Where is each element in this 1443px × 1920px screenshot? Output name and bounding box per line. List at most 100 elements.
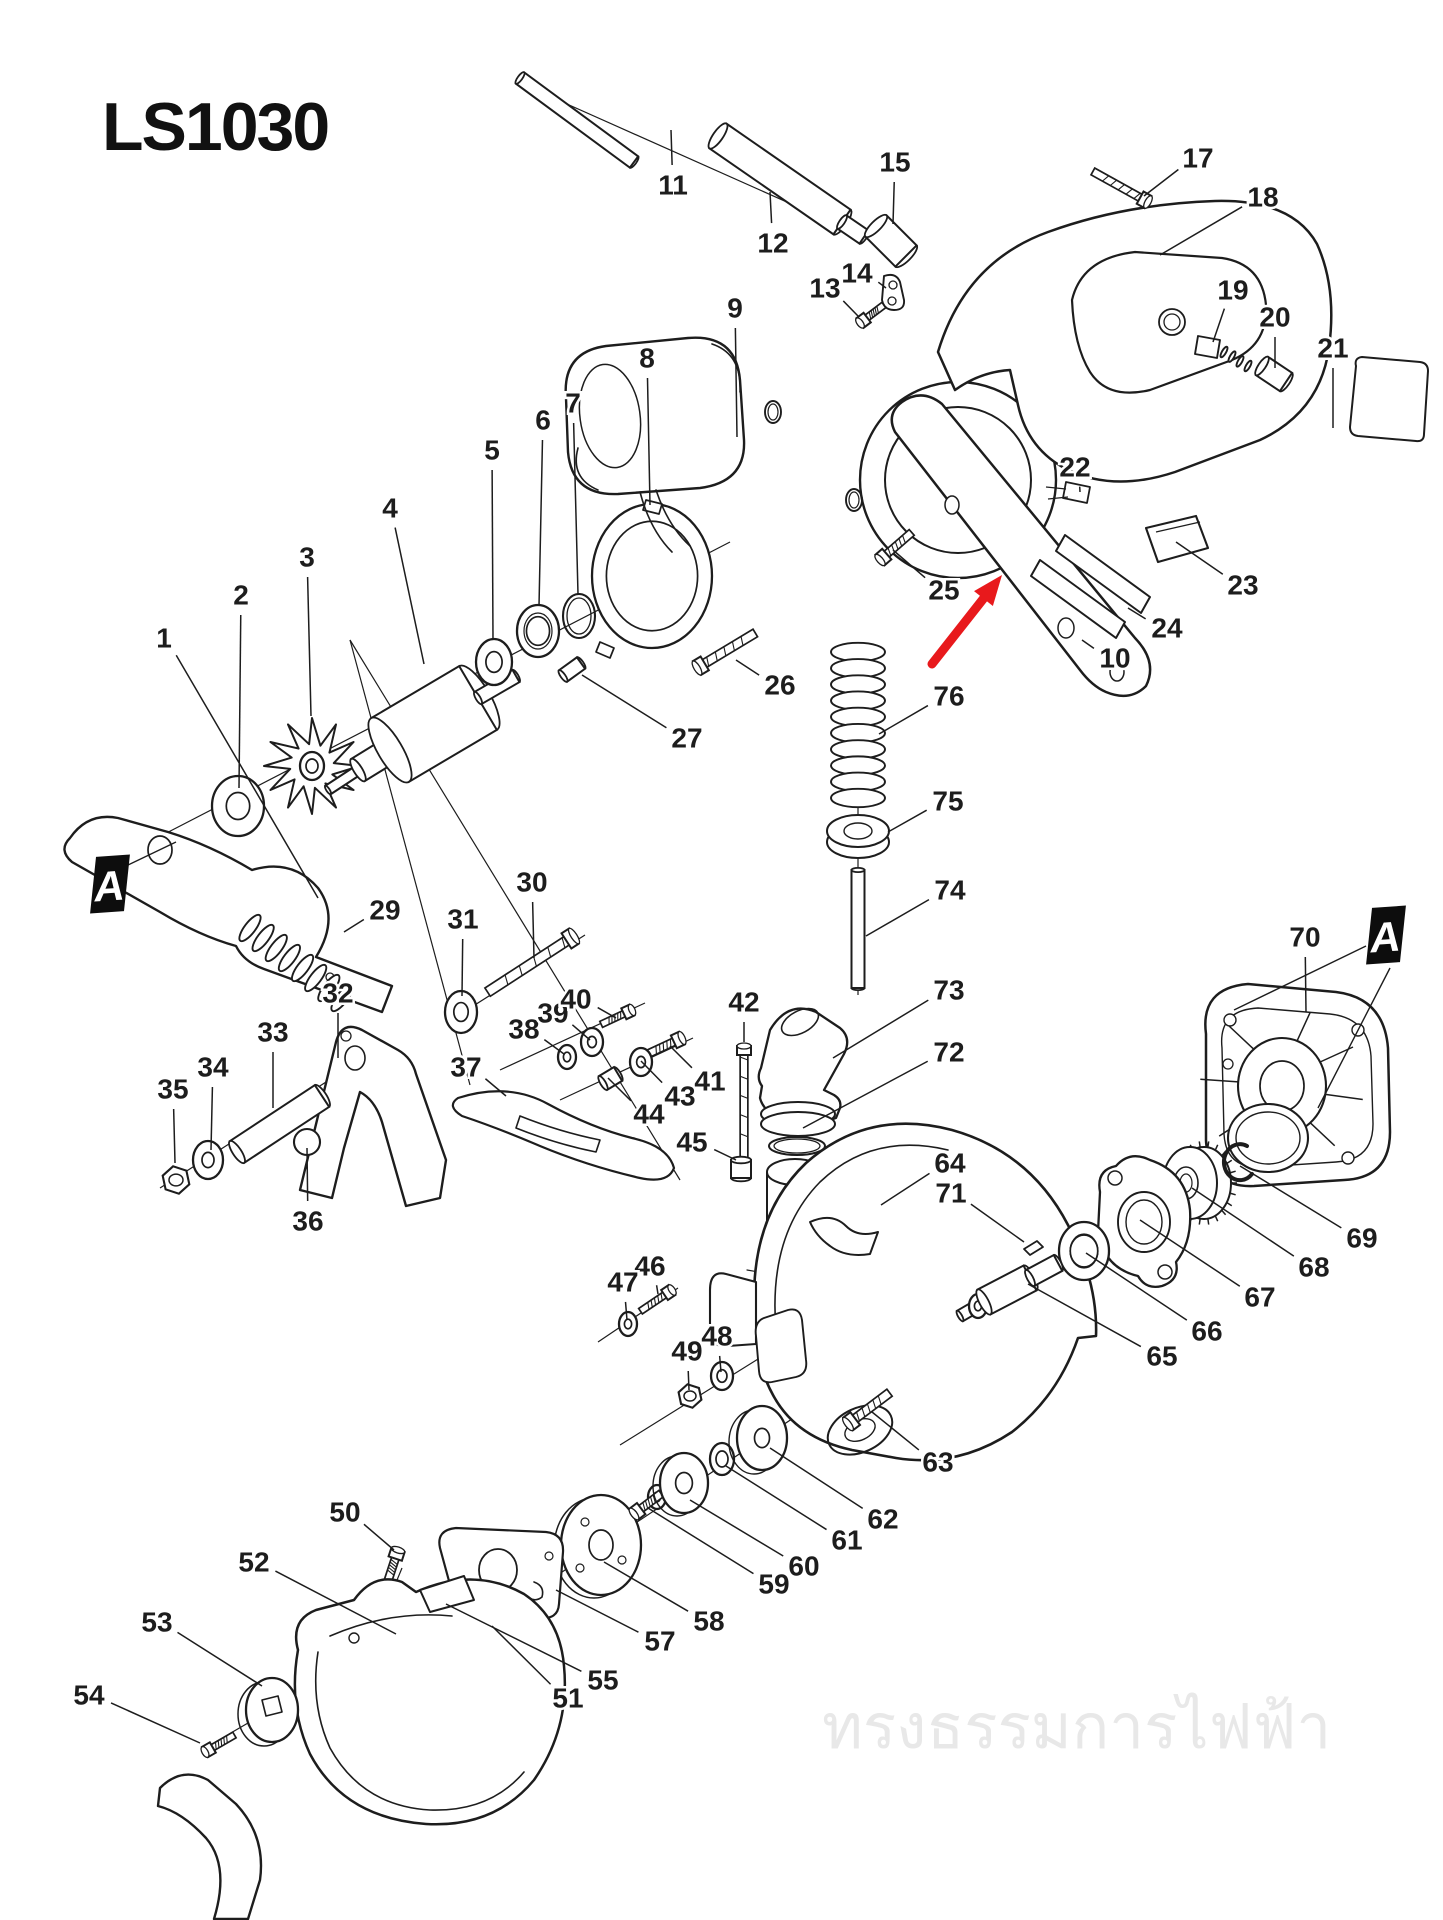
leader-line-47 — [624, 1301, 628, 1321]
part-label-11: 11 — [658, 170, 688, 201]
leader-line-67 — [1139, 1219, 1241, 1287]
part-label-71: 71 — [935, 1178, 966, 1209]
part-label-76: 76 — [933, 681, 964, 712]
leader-line-37 — [484, 1078, 507, 1097]
leader-line-65 — [1027, 1283, 1142, 1348]
part-label-24: 24 — [1151, 613, 1183, 644]
part-label-58: 58 — [693, 1606, 724, 1637]
part-label-43: 43 — [664, 1081, 695, 1112]
leader-line-8 — [646, 377, 651, 506]
leader-line-62 — [769, 1447, 864, 1509]
leader-line-35 — [172, 1108, 176, 1164]
part-label-48: 48 — [701, 1321, 732, 1352]
leader-line-49 — [687, 1370, 690, 1391]
leader-line-73 — [832, 999, 929, 1059]
part-label-12: 12 — [757, 228, 788, 259]
part-label-18: 18 — [1247, 182, 1278, 213]
view-marker-a: A — [1366, 905, 1406, 965]
leader-line-30 — [531, 901, 535, 959]
leader-line-11 — [670, 129, 673, 166]
part-label-74: 74 — [934, 875, 966, 906]
leader-line-18 — [1159, 206, 1243, 256]
svg-text:A: A — [1368, 912, 1403, 961]
part-label-69: 69 — [1346, 1223, 1377, 1254]
leader-line-25 — [892, 549, 926, 579]
part-label-26: 26 — [764, 670, 795, 701]
leader-line-17 — [1143, 168, 1179, 197]
part-label-49: 49 — [671, 1336, 702, 1367]
watermark-text: ทรงธรรมการไฟฟ้า — [822, 1693, 1332, 1762]
part-label-9: 9 — [727, 293, 743, 324]
leader-line-75 — [887, 809, 928, 833]
leader-line-74 — [865, 898, 930, 937]
leader-line-12 — [769, 191, 773, 224]
part-label-8: 8 — [639, 343, 655, 374]
leader-line-52 — [275, 1570, 397, 1635]
part-label-44: 44 — [633, 1099, 665, 1130]
part-label-46: 46 — [634, 1251, 665, 1282]
leader-line-29 — [343, 918, 365, 933]
part-label-35: 35 — [157, 1074, 188, 1105]
leader-line-59 — [647, 1507, 754, 1575]
leader-line-24 — [1127, 607, 1147, 620]
leader-line-51 — [491, 1625, 552, 1685]
part-label-54: 54 — [73, 1680, 105, 1711]
pointer-arrow — [927, 575, 1002, 669]
part-label-47: 47 — [607, 1267, 638, 1298]
part-label-22: 22 — [1059, 452, 1090, 483]
part-label-63: 63 — [922, 1447, 953, 1478]
part-label-21: 21 — [1317, 333, 1348, 364]
part-label-61: 61 — [831, 1525, 862, 1556]
leader-line-40 — [597, 1006, 617, 1019]
leader-line-72 — [802, 1060, 929, 1129]
part-label-31: 31 — [447, 904, 478, 935]
leader-line-6 — [538, 439, 544, 607]
leader-line-54 — [110, 1702, 201, 1744]
part-label-52: 52 — [238, 1547, 269, 1578]
part-label-59: 59 — [758, 1569, 789, 1600]
part-label-38: 38 — [508, 1014, 539, 1045]
part-label-27: 27 — [671, 723, 702, 754]
svg-text:A: A — [92, 861, 127, 910]
part-label-55: 55 — [587, 1665, 618, 1696]
part-label-64: 64 — [934, 1148, 966, 1179]
part-label-5: 5 — [484, 435, 500, 466]
leader-line-43 — [640, 1060, 663, 1084]
part-label-29: 29 — [369, 895, 400, 926]
leader-line-68 — [1191, 1187, 1295, 1257]
part-label-14: 14 — [841, 258, 873, 289]
leader-line-15 — [892, 181, 895, 225]
part-label-66: 66 — [1191, 1316, 1222, 1347]
leader-line-4 — [394, 527, 425, 665]
part-label-30: 30 — [516, 867, 547, 898]
part-label-13: 13 — [809, 273, 840, 304]
leader-line-38 — [543, 1038, 565, 1055]
leader-line-5 — [491, 469, 494, 641]
leader-line-1 — [175, 654, 319, 899]
leader-line-44 — [607, 1077, 632, 1102]
part-label-41: 41 — [694, 1066, 725, 1097]
part-label-70: 70 — [1289, 922, 1320, 953]
leader-line-36 — [306, 1147, 309, 1202]
leader-line-13 — [842, 300, 859, 317]
leader-line-10 — [1081, 639, 1095, 650]
leader-line-64 — [880, 1172, 930, 1206]
leader-line-39 — [571, 1024, 591, 1041]
leader-line-58 — [603, 1561, 689, 1612]
part-label-39: 39 — [537, 998, 568, 1029]
part-label-17: 17 — [1182, 143, 1213, 174]
part-label-3: 3 — [299, 542, 315, 573]
part-label-4: 4 — [382, 493, 398, 524]
part-label-42: 42 — [728, 987, 759, 1018]
part-label-72: 72 — [933, 1037, 964, 1068]
part-label-45: 45 — [676, 1127, 707, 1158]
part-label-32: 32 — [322, 978, 353, 1009]
part-label-10: 10 — [1099, 643, 1130, 674]
leader-line-41 — [669, 1045, 693, 1069]
part-label-57: 57 — [644, 1626, 675, 1657]
leader-line-26 — [735, 659, 760, 676]
part-label-25: 25 — [928, 575, 959, 606]
part-label-6: 6 — [535, 405, 551, 436]
